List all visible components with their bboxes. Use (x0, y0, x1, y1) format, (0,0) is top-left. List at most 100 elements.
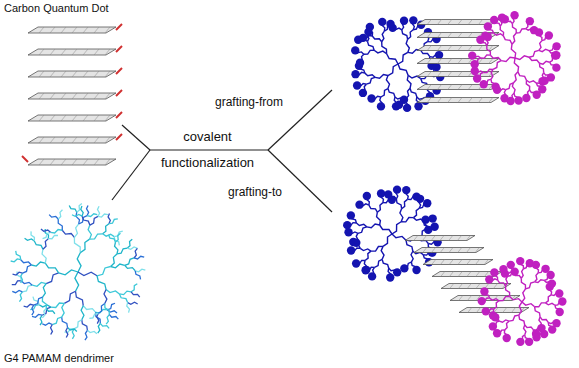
terminal-group (501, 15, 509, 23)
lattice-line (39, 71, 44, 77)
lattice-line (448, 59, 452, 64)
branch-line (268, 150, 332, 212)
bond-stick (526, 80, 536, 83)
lattice-line (50, 159, 55, 165)
bond-stick (539, 41, 542, 51)
bond-stick (88, 225, 91, 239)
bond-stick (526, 80, 529, 90)
bond-stick (125, 265, 136, 271)
bond-stick (382, 31, 385, 42)
lattice-line (476, 284, 480, 289)
bond-stick (82, 216, 90, 225)
lattice-line (468, 33, 472, 38)
terminal-group (367, 94, 375, 102)
lattice-line (440, 236, 444, 241)
bond-stick (521, 269, 523, 279)
bond-stick (494, 33, 504, 36)
bond-stick (501, 57, 515, 61)
terminal-group (423, 199, 431, 207)
terminal-group (484, 22, 492, 30)
lattice-line (468, 20, 472, 25)
lattice-line (489, 59, 493, 64)
lattice-line (50, 115, 55, 121)
lattice-line (414, 236, 418, 241)
terminal-group (548, 325, 556, 333)
bond-stick (131, 292, 140, 297)
graphene-sheet (28, 137, 116, 143)
bond-stick (524, 325, 526, 335)
lattice-line (484, 260, 488, 265)
lattice-line (468, 98, 472, 103)
terminal-group (522, 94, 530, 102)
lattice-line (459, 284, 463, 289)
graphene-sheet (405, 236, 475, 241)
bond-stick (513, 72, 518, 83)
lattice-line (438, 20, 442, 25)
lattice-line (94, 71, 99, 77)
lattice-line (61, 27, 66, 33)
bond-stick (42, 249, 46, 263)
lattice-line (449, 236, 453, 241)
bond-stick (11, 259, 21, 262)
bond-stick (106, 315, 109, 325)
bond-stick (97, 276, 106, 290)
terminal-group (507, 261, 515, 269)
bond-stick (413, 218, 423, 222)
lattice-line (438, 46, 442, 51)
terminal-group (355, 200, 363, 208)
terminal-group (478, 297, 486, 305)
bond-stick (372, 36, 381, 42)
lattice-line (438, 72, 442, 77)
terminal-group (359, 34, 367, 42)
bond-stick (89, 314, 98, 319)
bond-stick (382, 259, 389, 268)
lattice-line (458, 72, 462, 77)
bond-stick (506, 83, 514, 90)
bond-stick (510, 297, 522, 302)
oxygen-group (116, 24, 122, 30)
lattice-line (450, 284, 454, 289)
lattice-line (61, 115, 66, 121)
bond-stick (396, 199, 401, 209)
bond-stick (106, 290, 119, 294)
lattice-line (438, 59, 442, 64)
terminal-group (424, 226, 432, 234)
terminal-group (347, 246, 355, 254)
bond-stick (107, 303, 115, 310)
lattice-line (458, 272, 462, 277)
lattice-line (39, 93, 44, 99)
lattice-line (50, 93, 55, 99)
bond-stick (375, 75, 388, 79)
terminal-group (343, 221, 351, 229)
lattice-line (83, 49, 88, 55)
lattice-line (50, 137, 55, 143)
terminal-group (510, 11, 518, 19)
oxygen-group (116, 112, 122, 118)
illustration-panel: G4 PAMAM dendrimer (4, 188, 158, 364)
terminal-group (363, 192, 371, 200)
terminal-group (395, 101, 403, 109)
bond-stick (387, 54, 398, 64)
bond-stick (58, 219, 62, 230)
lattice-line (50, 71, 55, 77)
bond-stick (491, 69, 493, 79)
lattice-line (458, 59, 462, 64)
lattice-line (458, 98, 462, 103)
lattice-line (39, 27, 44, 33)
lattice-line (477, 308, 481, 313)
bond-stick (69, 205, 77, 212)
bond-stick (522, 302, 535, 307)
bond-stick (499, 297, 510, 301)
bond-stick (111, 254, 117, 267)
bond-stick (85, 330, 87, 340)
terminal-group (532, 333, 540, 341)
terminal-group (501, 269, 509, 277)
bond-stick (521, 278, 525, 289)
bond-stick (375, 259, 383, 267)
bond-stick (505, 321, 509, 330)
lattice-line (468, 308, 472, 313)
bond-stick (377, 212, 381, 225)
bond-stick (72, 329, 74, 339)
bond-stick (381, 246, 384, 259)
graphene-sheet (414, 248, 484, 253)
